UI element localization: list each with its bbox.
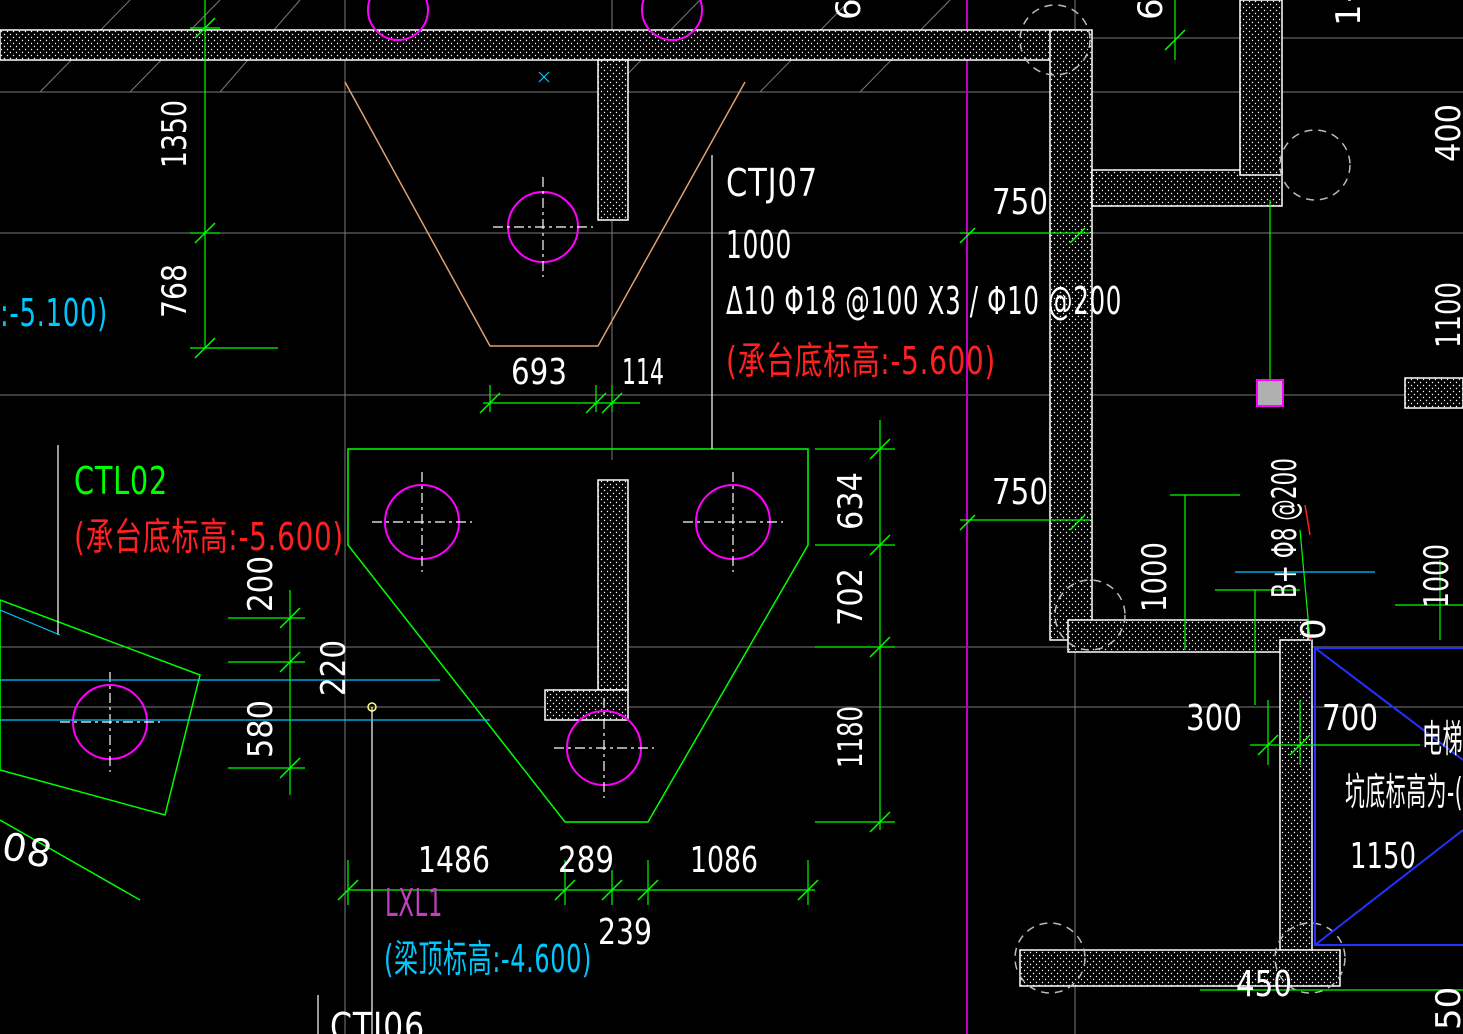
cap-outline-ctl02 [0, 599, 201, 816]
dim-750-mid: 750 [992, 472, 1048, 513]
cap-outline-orange [344, 81, 746, 347]
dim-220: 220 [314, 640, 354, 696]
label-ctj07-size: 1000 [726, 223, 792, 267]
dim-114: 114 [622, 352, 664, 393]
dim-1100: 1100 [1429, 282, 1463, 348]
dim-580: 580 [241, 700, 281, 758]
label-elevator: 电梯 [1422, 717, 1463, 761]
cross-marker [538, 71, 550, 83]
wall-hatch [0, 0, 1463, 987]
dim-239: 239 [598, 912, 652, 953]
label-pit-elevation: 坑底标高为-( [1345, 770, 1463, 814]
dim-6-top-b: 6 [1131, 0, 1171, 20]
dim-289: 289 [558, 840, 614, 881]
dim-634: 634 [831, 472, 871, 530]
hidden-pile-circles [1014, 4, 1351, 994]
label-lxl1: LXL1 [385, 881, 443, 925]
label-ctj07-elevation: (承台底标高:-5.600) [726, 339, 996, 383]
label-ctj07: CTJ07 [726, 161, 818, 205]
dim-700: 700 [1322, 698, 1378, 739]
grip-square[interactable] [1256, 379, 1284, 407]
red-arrow-mark [1299, 504, 1313, 641]
dim-693: 693 [511, 352, 567, 393]
dim-1350: 1350 [155, 100, 195, 168]
cyan-lines [0, 571, 1375, 721]
cap-outline-ctj07 [347, 448, 809, 823]
dim-702: 702 [831, 568, 871, 626]
label-zero: 0 [1294, 618, 1334, 640]
elevator-pit-outline [1314, 647, 1463, 946]
beam-marker [367, 702, 377, 712]
label-rebar-b: B+ Φ8 @200 [1265, 458, 1305, 598]
label-ctj06: CTJ06 [330, 1005, 425, 1034]
dim-400: 400 [1429, 104, 1463, 162]
label-left-elevation: :-5.100) [0, 291, 108, 335]
dim-50: 50 [1429, 987, 1463, 1030]
dim-750-top: 750 [992, 182, 1048, 223]
dim-6-top-a: 6 [829, 0, 869, 20]
dim-1000-vertical: 1000 [1135, 542, 1175, 612]
label-ctl02: CTL02 [74, 459, 168, 503]
dim-1086: 1086 [690, 840, 758, 881]
label-ctl02-elevation: (承台底标高:-5.600) [74, 515, 344, 559]
dim-1-top: 1+ [1329, 0, 1369, 26]
cap-outline-left [0, 819, 141, 901]
dim-200: 200 [241, 556, 281, 612]
dim-1486: 1486 [418, 840, 490, 881]
dim-1000-right: 1000 [1417, 544, 1457, 608]
dim-1180: 1180 [831, 706, 871, 768]
label-left-08: 08 [0, 824, 57, 878]
pile-crosshairs [60, 177, 783, 798]
dim-768: 768 [155, 264, 195, 318]
dim-1150: 1150 [1350, 836, 1416, 877]
dimension-ticks [194, 17, 1311, 901]
leader-lines [57, 155, 713, 1034]
label-ctj07-rebar: Δ10 Φ18 @100 X3 / Φ10 @200 [726, 279, 1122, 323]
dim-450: 450 [1236, 964, 1292, 1005]
dim-300: 300 [1186, 698, 1242, 739]
label-lxl1-elevation: (梁顶标高:-4.600) [384, 937, 592, 981]
